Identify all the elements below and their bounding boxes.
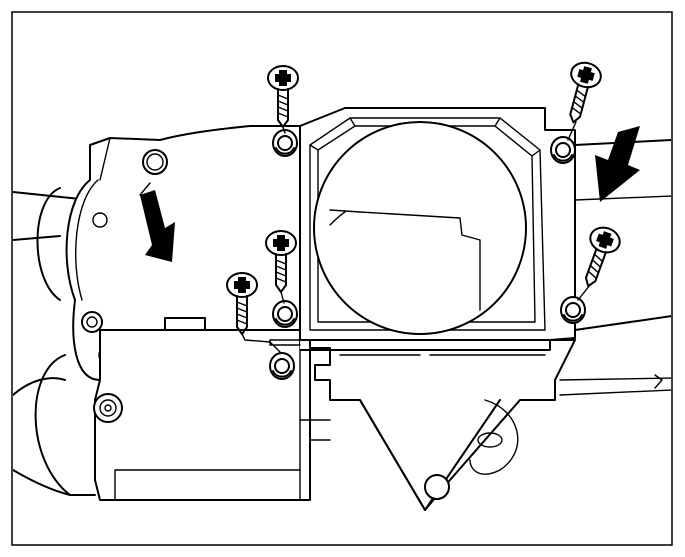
figure-border bbox=[11, 11, 673, 546]
hole-lower bbox=[269, 352, 295, 380]
lower-boss bbox=[93, 393, 123, 423]
housing-boss bbox=[81, 311, 103, 333]
screw-top-left bbox=[267, 65, 299, 128]
screw-top-right bbox=[557, 58, 605, 128]
assembly-drawing bbox=[13, 58, 671, 511]
hole-top-left bbox=[272, 129, 298, 157]
arrow-left bbox=[140, 190, 175, 262]
housing-hole-small bbox=[92, 212, 108, 228]
bracket-hole bbox=[424, 474, 450, 500]
hole-right bbox=[560, 296, 586, 324]
center-opening bbox=[313, 121, 527, 335]
arrow-right bbox=[595, 126, 640, 202]
left-upper-bulge bbox=[36, 187, 61, 301]
screw-right bbox=[573, 222, 625, 293]
hole-top-right bbox=[550, 136, 576, 164]
hole-middle bbox=[272, 300, 298, 328]
left-lower-bulge bbox=[34, 354, 96, 496]
